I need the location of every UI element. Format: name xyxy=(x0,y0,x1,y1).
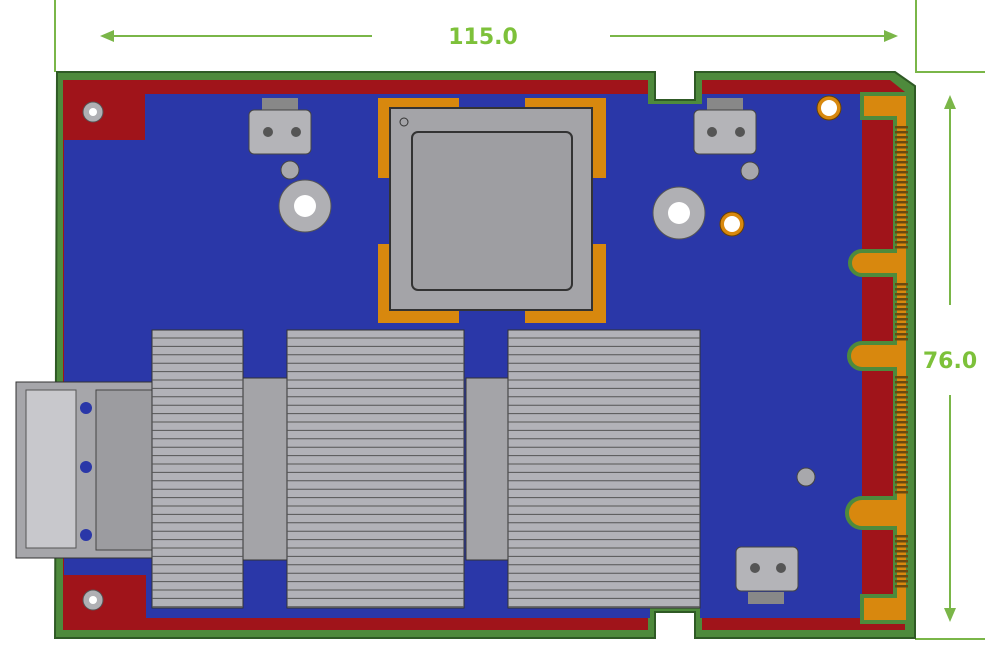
gold-finger xyxy=(895,171,908,174)
gold-finger xyxy=(895,406,908,409)
gold-finger xyxy=(895,181,908,184)
gold-finger xyxy=(895,575,908,578)
gold-finger xyxy=(895,131,908,134)
gold-finger xyxy=(895,236,908,239)
gold-finger xyxy=(895,580,908,583)
gold-finger xyxy=(895,401,908,404)
gold-finger xyxy=(895,176,908,179)
gold-finger xyxy=(895,211,908,214)
gold-finger xyxy=(895,545,908,548)
gold-finger xyxy=(895,141,908,144)
gold-finger xyxy=(895,555,908,558)
gold-finger xyxy=(895,156,908,159)
gold-finger xyxy=(895,196,908,199)
gold-finger xyxy=(895,191,908,194)
gold-finger xyxy=(895,126,908,129)
pcb-board xyxy=(15,71,916,639)
gold-finger xyxy=(895,283,908,286)
gold-finger xyxy=(895,535,908,538)
gold-finger xyxy=(895,323,908,326)
heatsink-clip xyxy=(735,546,799,604)
asic-chip xyxy=(378,98,606,323)
width-label: 115.0 xyxy=(448,25,518,50)
gold-finger xyxy=(895,318,908,321)
height-dimension xyxy=(915,71,985,640)
gold-finger xyxy=(895,431,908,434)
heatsink-block xyxy=(507,329,701,609)
gold-finger xyxy=(895,298,908,301)
gold-finger xyxy=(895,461,908,464)
gold-finger xyxy=(895,308,908,311)
gold-finger xyxy=(895,411,908,414)
gold-finger xyxy=(895,288,908,291)
arrow-right-icon xyxy=(884,30,898,42)
gold-finger xyxy=(895,396,908,399)
gold-finger xyxy=(895,146,908,149)
gold-finger xyxy=(895,381,908,384)
gold-finger xyxy=(895,416,908,419)
gold-finger xyxy=(895,293,908,296)
edge-connector xyxy=(845,92,910,624)
gold-finger xyxy=(895,436,908,439)
gold-finger xyxy=(895,565,908,568)
gold-finger xyxy=(895,426,908,429)
arrow-down-icon xyxy=(944,608,956,622)
heatsink-block xyxy=(151,329,244,609)
gold-finger xyxy=(895,206,908,209)
gold-finger xyxy=(895,231,908,234)
gold-finger xyxy=(895,166,908,169)
gold-finger xyxy=(895,221,908,224)
gold-finger xyxy=(895,333,908,336)
gold-finger xyxy=(895,540,908,543)
gold-finger xyxy=(895,486,908,489)
gold-finger xyxy=(895,476,908,479)
gold-finger xyxy=(895,585,908,588)
gold-finger xyxy=(895,338,908,341)
gold-finger xyxy=(895,376,908,379)
network-cage xyxy=(15,381,157,559)
gold-finger xyxy=(895,446,908,449)
width-dimension xyxy=(54,0,917,72)
gold-finger xyxy=(895,161,908,164)
gold-finger xyxy=(895,550,908,553)
heatsink-clip xyxy=(248,98,312,155)
arrow-left-icon xyxy=(100,30,114,42)
gold-finger xyxy=(895,466,908,469)
gold-finger xyxy=(895,216,908,219)
gold-finger xyxy=(895,451,908,454)
gold-finger xyxy=(895,226,908,229)
gold-finger xyxy=(895,386,908,389)
gold-finger xyxy=(895,328,908,331)
gold-finger xyxy=(895,391,908,394)
heatsink-block xyxy=(286,329,465,609)
gold-finger xyxy=(895,201,908,204)
gold-finger xyxy=(895,151,908,154)
gold-finger xyxy=(895,471,908,474)
heatsink xyxy=(151,329,701,609)
gold-finger xyxy=(895,491,908,494)
gold-finger xyxy=(895,303,908,306)
arrow-up-icon xyxy=(944,95,956,109)
gold-finger xyxy=(895,560,908,563)
gold-finger xyxy=(895,421,908,424)
gold-finger xyxy=(895,570,908,573)
gold-finger xyxy=(895,481,908,484)
gold-finger xyxy=(895,186,908,189)
gold-finger xyxy=(895,313,908,316)
gold-finger xyxy=(895,241,908,244)
gold-finger xyxy=(895,441,908,444)
heatsink-clip xyxy=(693,98,757,155)
gold-finger xyxy=(895,456,908,459)
height-label: 76.0 xyxy=(923,349,977,374)
gold-finger xyxy=(895,136,908,139)
gold-finger xyxy=(895,246,908,249)
